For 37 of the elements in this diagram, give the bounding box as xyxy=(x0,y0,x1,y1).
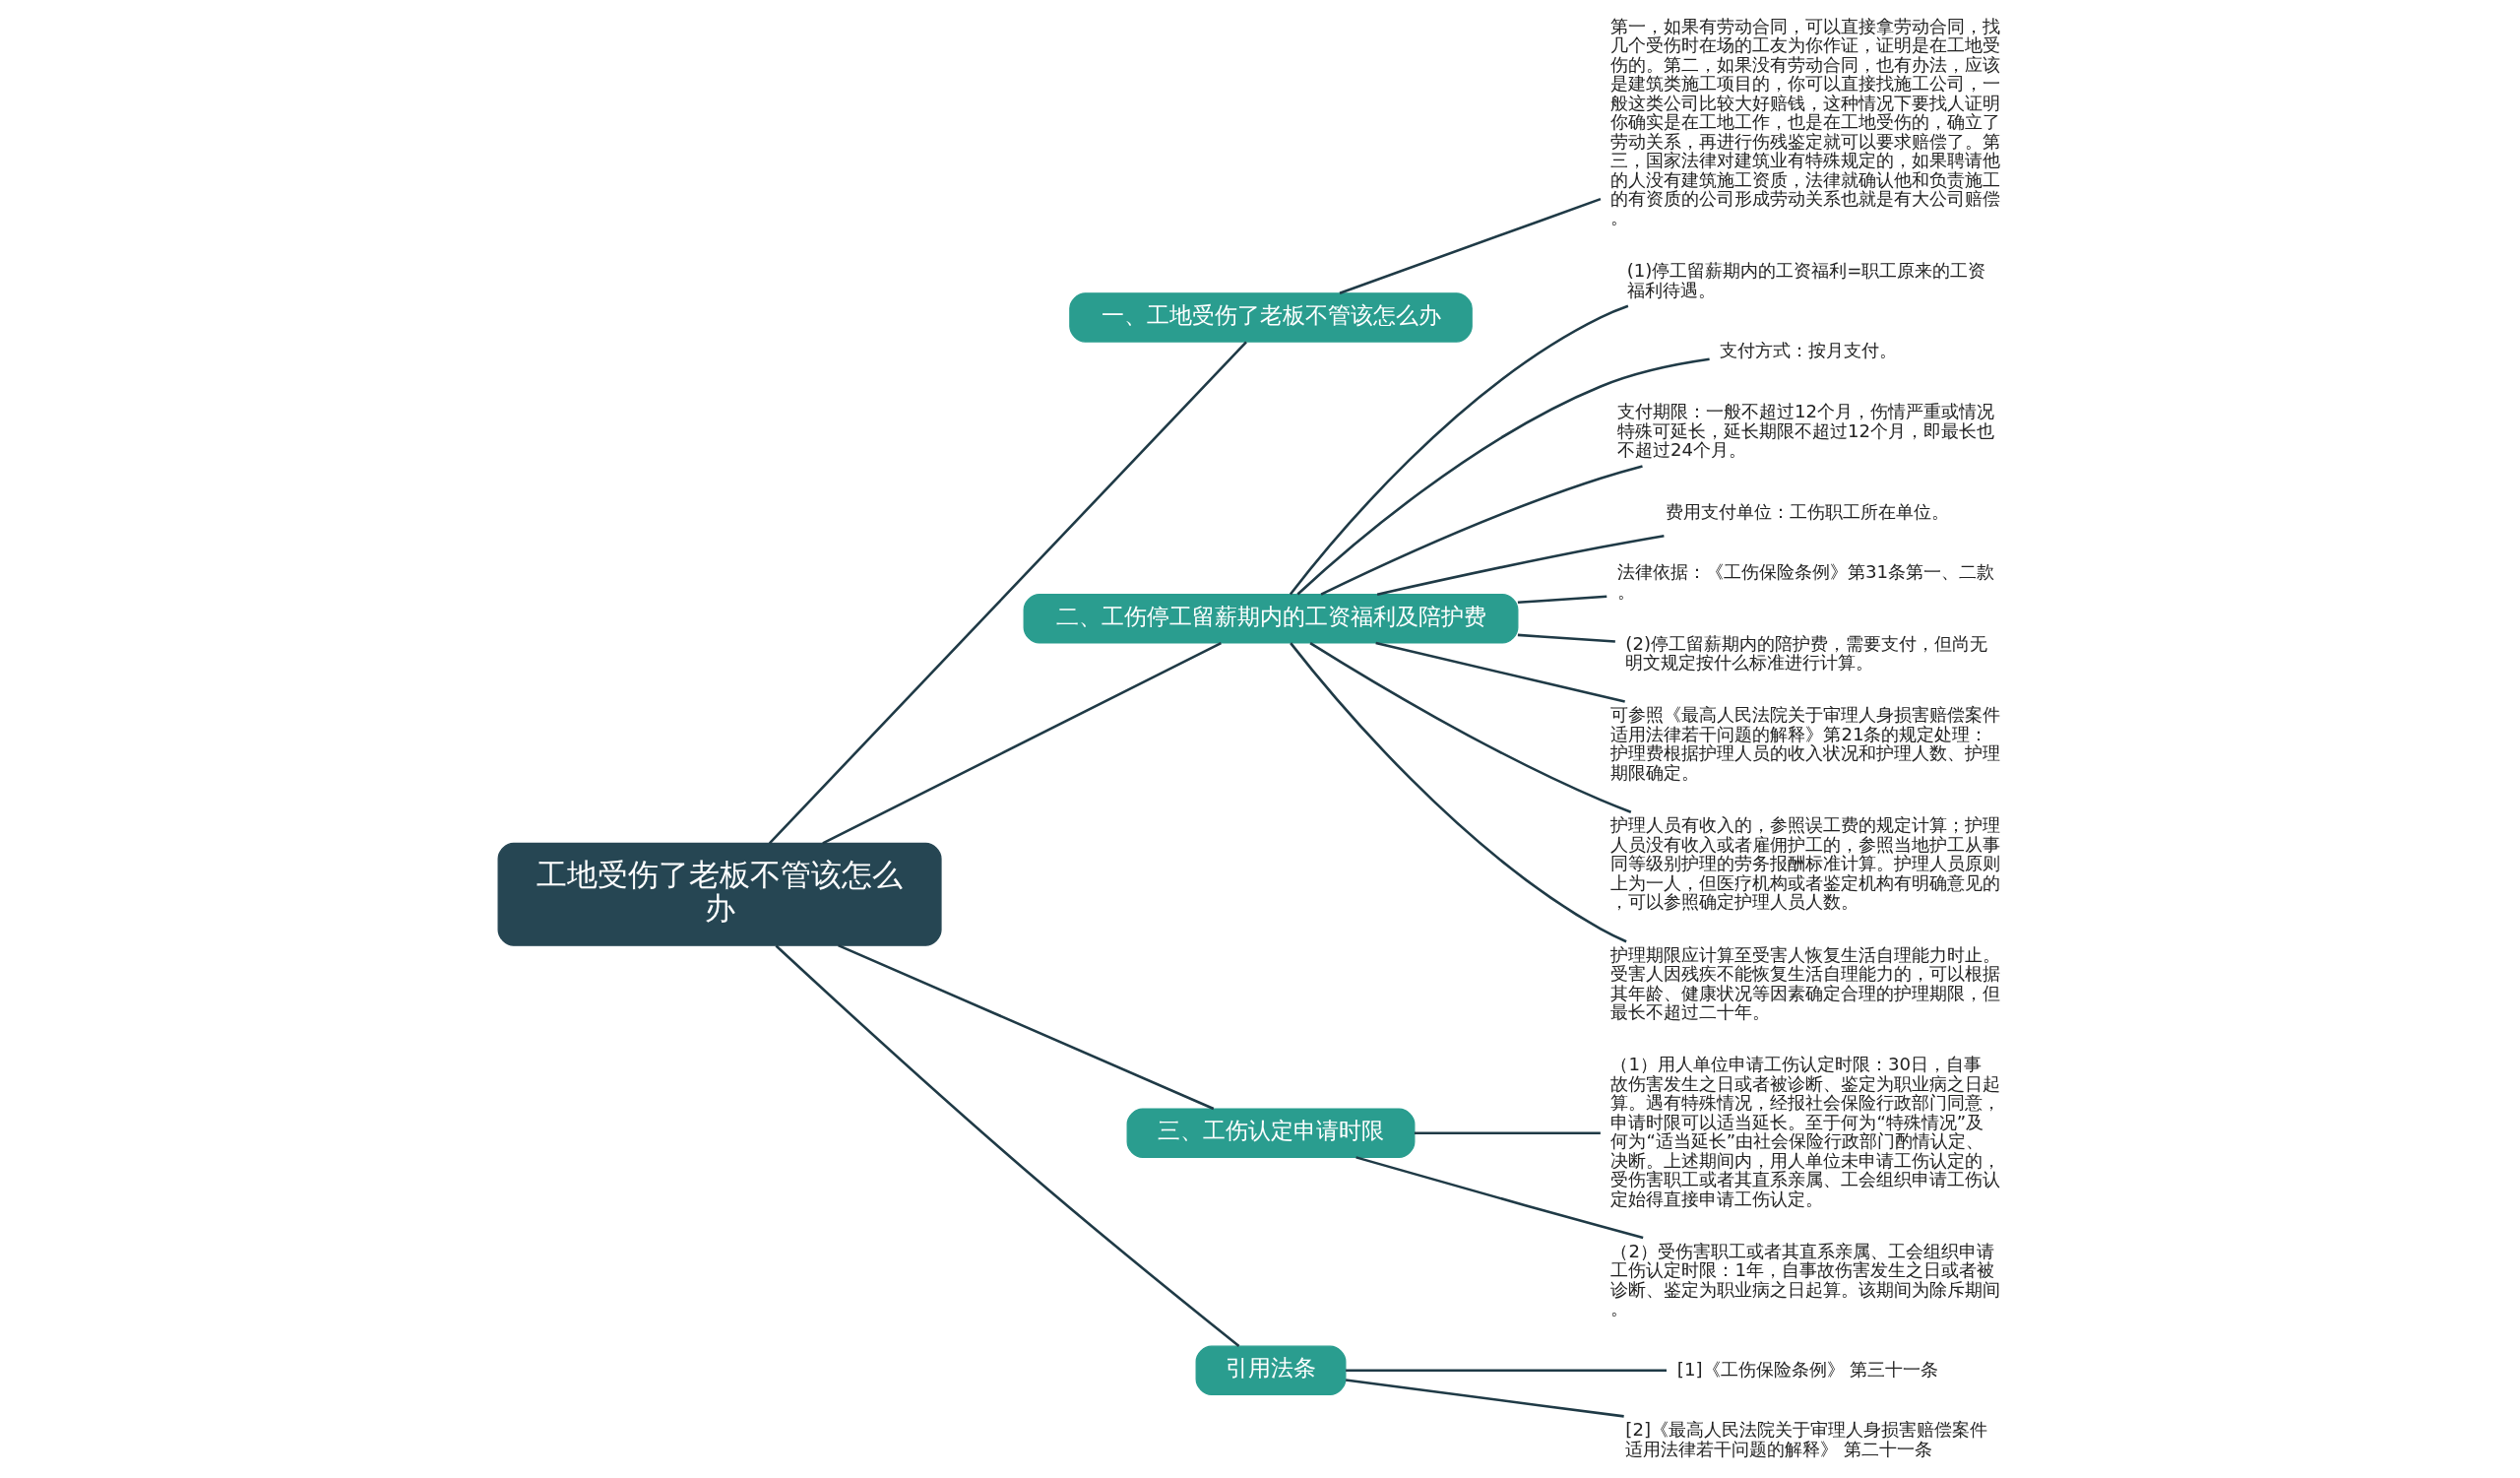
node-text: 费用支付单位：工伤职工所在单位。 xyxy=(1665,500,1949,522)
node-box: 一、工地受伤了老板不管该怎么办 xyxy=(1069,292,1473,343)
node-text: (2)停工留薪期内的陪护费，需要支付，但尚无明文规定按什么标准进行计算。 xyxy=(1625,632,1988,674)
connector xyxy=(1375,641,1625,703)
connector xyxy=(1289,304,1629,596)
connector xyxy=(775,944,1240,1348)
node-text: 护理期限应计算至受害人恢复生活自理能力时止。受害人因残疾不能恢复生活自理能力的，可以根据其年龄、健康状况等因素确定合理的护理期限，但最长不超过二十年。 xyxy=(1610,943,2001,1023)
connector xyxy=(1345,1379,1624,1418)
node-text: 支付期限：一般不超过12个月，伤情严重或情况特殊可延长，延长期限不超过12个月，即最长也不超过24个月。 xyxy=(1616,401,1995,461)
connector xyxy=(1346,1369,1667,1373)
node-text: 护理人员有收入的，参照误工费的规定计算；护理人员没有收入或者雇佣护工的，参照当地护工从事同等级别护理的劳务报酬标准计算。护理人员原则上为一人，但医疗机构或者鉴定机构有明确意见的，可以参照确定护理人员人数。 xyxy=(1610,814,2001,913)
connector xyxy=(1339,197,1602,294)
node-text: （1）用人单位申请工伤认定时限：30日，自事故伤害发生之日或者被诊断、鉴定为职业病之日起算。遇有特殊情况，经报社会保险行政部门同意，申请时限可以适当延长。至于何为“特殊情况”及何为“适当延长”由社会保险行政部门酌情认定、决断。上述期间内，用人单位未申请工伤认定的，受伤害职工或者其直系亲属、工会组织申请工伤认定始得直接申请工伤认定。 xyxy=(1610,1054,2001,1209)
node-box: 三、工伤认定申请时限 xyxy=(1126,1108,1416,1158)
connector xyxy=(1290,642,1627,943)
node-box: 工地受伤了老板不管该怎么办 xyxy=(497,842,942,946)
node-box: 二、工伤停工留薪期内的工资福利及陪护费 xyxy=(1023,594,1519,644)
connector xyxy=(1414,1131,1601,1134)
connector xyxy=(1309,642,1632,813)
connector xyxy=(838,943,1215,1111)
connector xyxy=(1517,595,1607,605)
node-text: （2）受伤害职工或者其直系亲属、工会组织申请工伤认定时限：1年，自事故伤害发生之日或者被诊断、鉴定为职业病之日起算。该期间为除斥期间。 xyxy=(1610,1240,2001,1319)
node-text: [2]《最高人民法院关于审理人身损害赔偿案件适用法律若干问题的解释》 第二十一条 xyxy=(1625,1419,1988,1459)
node-text: 第一，如果有劳动合同，可以直接拿劳动合同，找几个受伤时在场的工友为你作证，证明是在工地受伤的。第二，如果没有劳动合同，也有办法，应该是建筑类施工项目的，你可以直接找施工公司，一般这类公司比较大好赔钱，这种情况下要找人证明你确实是在工地工作，也是在工地受伤的，确立了劳动关系，再进行伤残鉴定就可以要求赔偿了。第三，国家法律对建筑业有特殊规定的，如果聘请他的人没有建筑施工资质，法律就确认他和负责施工的有资质的公司形成劳动关系也就是有大公司赔偿。 xyxy=(1610,16,2001,228)
connector xyxy=(768,341,1247,845)
connector xyxy=(1296,357,1710,596)
connector xyxy=(1355,1156,1644,1240)
node-text: 可参照《最高人民法院关于审理人身损害赔偿案件适用法律若干问题的解释》第21条的规定处理：护理费根据护理人员的收入状况和护理人数、护理期限确定。 xyxy=(1610,704,2001,783)
node-text: 法律依据：《工伤保险条例》第31条第一、二款。 xyxy=(1616,561,1995,602)
connector xyxy=(1376,534,1665,596)
connector xyxy=(1320,465,1643,596)
connector xyxy=(822,641,1222,845)
node-box: 引用法条 xyxy=(1195,1345,1347,1396)
node-text: [1]《工伤保险条例》 第三十一条 xyxy=(1676,1358,1939,1380)
connector xyxy=(1517,633,1615,643)
node-text: (1)停工留薪期内的工资福利=职工原来的工资福利待遇。 xyxy=(1626,260,1986,300)
node-text: 支付方式：按月支付。 xyxy=(1720,340,1898,361)
